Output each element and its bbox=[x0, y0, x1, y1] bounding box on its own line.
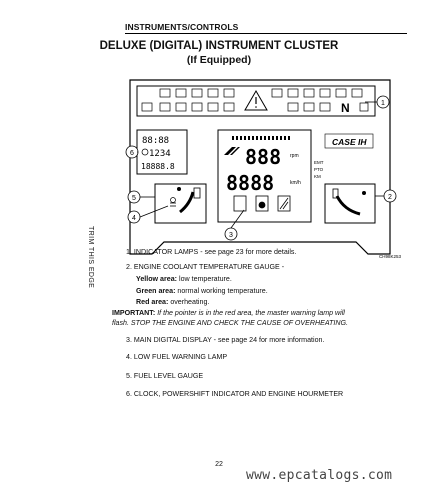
hourmeter-readout: 18888.8 bbox=[141, 162, 175, 171]
list-item: 2. ENGINE COOLANT TEMPERATURE GAUGE - bbox=[126, 263, 285, 271]
powershift-readout: 1234 bbox=[149, 149, 171, 159]
main-display-top-readout: 888 bbox=[245, 145, 281, 169]
gear-indicator: N bbox=[341, 101, 350, 115]
callout-markers bbox=[125, 95, 397, 241]
fuel-pointer-dot bbox=[177, 187, 181, 191]
instrument-cluster-diagram: N 88:88 1234 18888.8 888 rpm 8888 km/h C… bbox=[125, 79, 402, 259]
trim-edge-note: TRIM THIS EDGE bbox=[87, 226, 94, 289]
section-header: INSTRUMENTS/CONTROLS bbox=[125, 22, 239, 32]
svg-text:2: 2 bbox=[388, 194, 392, 201]
svg-text:1: 1 bbox=[381, 100, 385, 107]
important-note-continued: flash. STOP THE ENGINE AND CHECK THE CAU… bbox=[112, 319, 348, 327]
callout-labels: 1 2 3 4 5 6 bbox=[130, 100, 392, 239]
coolant-thermometer-icon bbox=[332, 188, 339, 199]
coolant-arc bbox=[335, 195, 361, 216]
brand-logo-box bbox=[324, 133, 374, 149]
main-display-unit-1: rpm bbox=[290, 153, 299, 159]
main-display-unit-2: km/h bbox=[290, 180, 301, 186]
cluster-outline bbox=[129, 79, 391, 255]
display-bar-segments bbox=[232, 136, 290, 140]
indicator-lamp-panel bbox=[136, 85, 376, 117]
master-warning-icon bbox=[244, 90, 268, 111]
brand-logo: CASE IH bbox=[332, 137, 367, 147]
display-hatch-icon bbox=[224, 147, 240, 155]
svg-text:3: 3 bbox=[229, 232, 233, 239]
important-note: IMPORTANT: If the pointer is in the red … bbox=[112, 309, 345, 317]
right-unit-1: EMT bbox=[314, 160, 324, 165]
right-unit-3: KM bbox=[314, 174, 321, 179]
list-item: 3. MAIN DIGITAL DISPLAY - see page 24 fo… bbox=[126, 336, 325, 344]
list-item: 5. FUEL LEVEL GAUGE bbox=[126, 372, 204, 380]
display-status-icons bbox=[233, 195, 291, 212]
main-digital-display bbox=[217, 129, 312, 223]
indicator-lamp-icons bbox=[141, 88, 369, 112]
page-number: 22 bbox=[215, 461, 223, 468]
svg-text:6: 6 bbox=[130, 150, 134, 157]
powershift-icon bbox=[141, 148, 149, 156]
list-item-detail: Yellow area: low temperature. bbox=[136, 275, 232, 283]
svg-text:5: 5 bbox=[132, 195, 136, 202]
figure-code: CH98K253 bbox=[379, 254, 402, 259]
low-fuel-lamp-icon bbox=[170, 197, 176, 203]
watermark: www.epcatalogs.com bbox=[246, 468, 393, 483]
list-item: 6. CLOCK, POWERSHIFT INDICATOR AND ENGIN… bbox=[126, 390, 344, 398]
list-item: 4. LOW FUEL WARNING LAMP bbox=[126, 353, 228, 361]
list-item-detail: Green area: normal working temperature. bbox=[136, 287, 268, 295]
coolant-gauge-window bbox=[324, 183, 376, 224]
fuel-gauge-window bbox=[154, 183, 207, 224]
coolant-pointer-dot bbox=[362, 191, 366, 195]
fuel-level-arc bbox=[179, 191, 195, 214]
list-item: 1. INDICATOR LAMPS - see page 23 for mor… bbox=[126, 248, 297, 256]
page-title: DELUXE (DIGITAL) INSTRUMENT CLUSTER bbox=[99, 40, 339, 52]
page-subtitle: (If Equipped) bbox=[186, 54, 252, 66]
list-item-detail: Red area: overheating. bbox=[136, 298, 210, 306]
clock-readout: 88:88 bbox=[142, 136, 169, 146]
main-display-bottom-readout: 8888 bbox=[226, 171, 274, 195]
right-unit-2: PTO bbox=[314, 167, 324, 172]
header-rule bbox=[125, 33, 407, 34]
svg-text:4: 4 bbox=[132, 215, 136, 222]
fuel-pump-icon bbox=[193, 187, 201, 199]
